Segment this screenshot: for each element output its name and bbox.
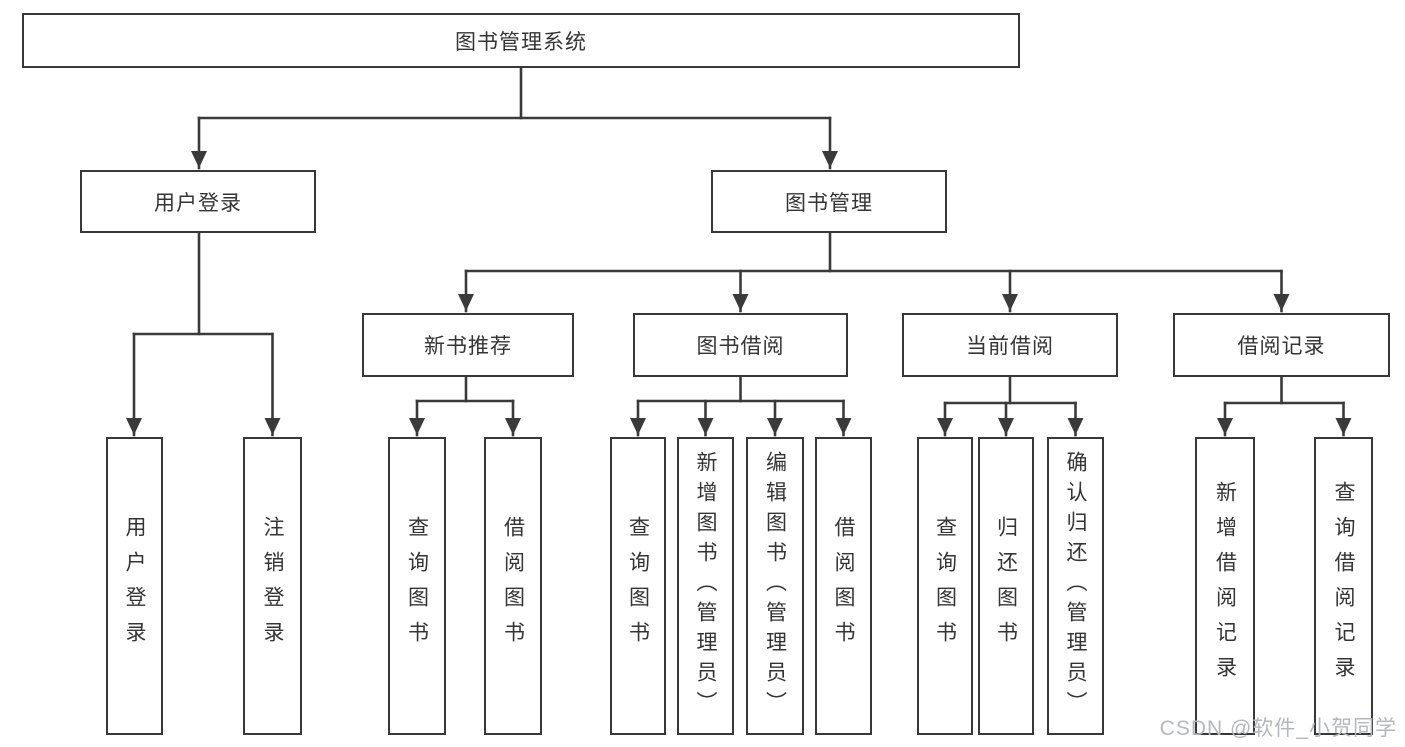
connector-new-book-recommend-branch — [409, 375, 521, 437]
leaf-add-borrow-record: 新增借阅记录 — [1195, 437, 1255, 735]
connector-borrow-records-branch — [1217, 375, 1352, 437]
connector-current-borrow-branch — [937, 375, 1084, 437]
watermark: CSDN @软件_小贺同学 — [1159, 717, 1397, 740]
node-current-borrow: 当前借阅 — [902, 313, 1118, 377]
node-root-system: 图书管理系统 — [22, 13, 1020, 68]
leaf-query-books-3: 查询图书 — [917, 437, 973, 735]
leaf-return-books: 归还图书 — [978, 437, 1034, 735]
connector-user-login-branch — [126, 231, 281, 437]
node-borrow-records: 借阅记录 — [1173, 313, 1390, 377]
leaf-borrow-books-2: 借阅图书 — [815, 437, 872, 735]
leaf-query-borrow-record: 查询借阅记录 — [1314, 437, 1373, 735]
leaf-query-books-1: 查询图书 — [388, 437, 446, 735]
node-book-borrow: 图书借阅 — [633, 313, 848, 377]
connector-book-management-to-level3 — [458, 231, 1290, 313]
leaf-confirm-return-admin: 确认归还（管理员） — [1047, 437, 1104, 735]
leaf-add-books-admin: 新增图书（管理员） — [677, 437, 734, 735]
leaf-edit-books-admin: 编辑图书（管理员） — [746, 437, 804, 735]
leaf-borrow-books-1: 借阅图书 — [484, 437, 542, 735]
node-book-management: 图书管理 — [711, 170, 947, 233]
leaf-logout: 注销登录 — [243, 437, 302, 735]
leaf-user-login: 用户登录 — [106, 437, 163, 735]
connector-root-to-level2 — [191, 66, 838, 170]
leaf-query-books-2: 查询图书 — [610, 437, 666, 735]
node-new-book-recommend: 新书推荐 — [362, 313, 574, 377]
node-user-login: 用户登录 — [80, 170, 316, 233]
connector-book-borrow-branch — [630, 375, 852, 437]
